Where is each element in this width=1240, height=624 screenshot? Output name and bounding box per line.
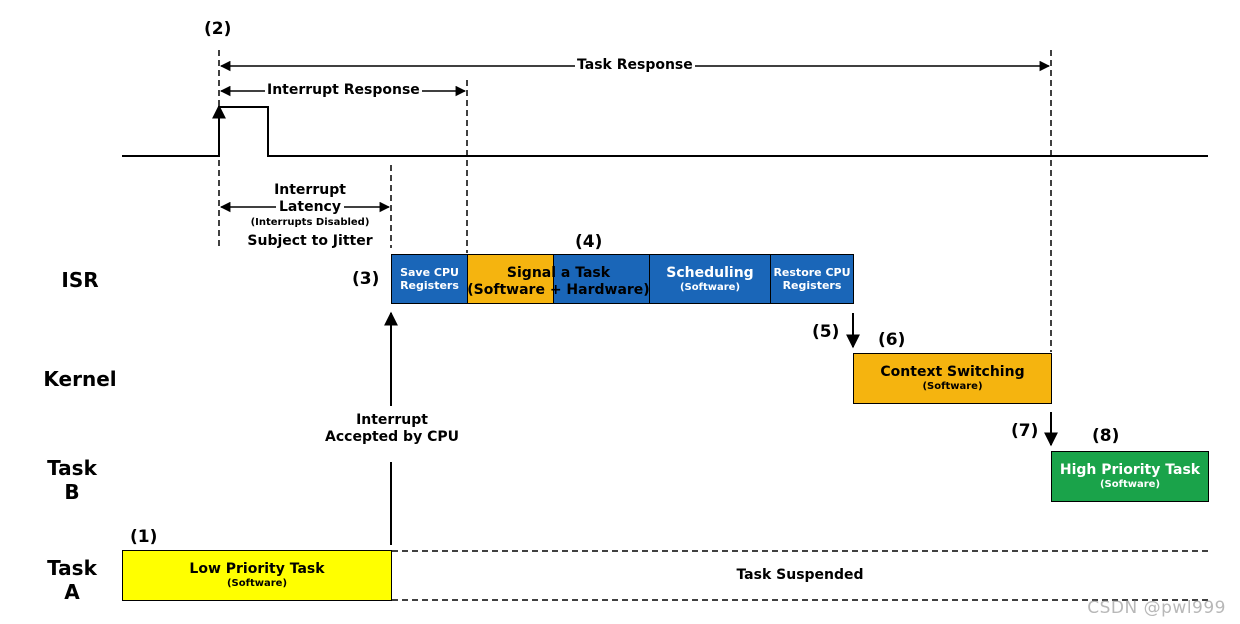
signal-task-line2: (Software + Hardware)	[467, 282, 650, 298]
row-label-task-b-line1: Task	[47, 456, 97, 480]
signal-task-box-blue	[553, 254, 650, 304]
row-label-task-a-line2: A	[64, 580, 80, 604]
low-priority-task-box: Low Priority Task (Software)	[122, 550, 392, 601]
interrupt-accepted-line2: Accepted by CPU	[325, 429, 459, 445]
signal-task-box-orange	[467, 254, 554, 304]
latency-note: (Interrupts Disabled)	[250, 217, 370, 228]
save-cpu-line2: Registers	[400, 279, 459, 292]
marker-1: (1)	[130, 527, 158, 547]
marker-8: (8)	[1092, 426, 1120, 446]
save-cpu-registers-box: Save CPU Registers	[391, 254, 468, 304]
context-switching-sub: (Software)	[922, 381, 983, 392]
restore-cpu-registers-box: Restore CPU Registers	[770, 254, 854, 304]
high-priority-title: High Priority Task	[1059, 462, 1201, 478]
row-label-task-a: Task A	[36, 556, 108, 604]
scheduling-box: Scheduling (Software)	[649, 254, 771, 304]
row-label-task-b: Task B	[36, 456, 108, 504]
context-switching-box: Context Switching (Software)	[853, 353, 1052, 404]
interrupt-response-label: Interrupt Response	[265, 82, 422, 98]
subject-to-jitter-label: Subject to Jitter	[247, 233, 373, 249]
low-priority-sub: (Software)	[226, 578, 288, 589]
low-priority-title: Low Priority Task	[189, 561, 325, 577]
scheduling-title: Scheduling	[666, 264, 754, 281]
signal-task-line1: Signal a Task	[506, 265, 611, 281]
marker-5: (5)	[812, 322, 840, 342]
marker-6: (6)	[878, 330, 906, 350]
interrupt-signal-waveform	[122, 106, 1208, 157]
task-response-label: Task Response	[575, 57, 695, 73]
signal-task-label: Signal a Task (Software + Hardware)	[467, 265, 650, 299]
interrupt-accepted-line1: Interrupt	[356, 412, 428, 428]
interrupt-accepted-label: Interrupt Accepted by CPU	[306, 412, 478, 446]
row-label-isr: ISR	[61, 268, 99, 292]
task-suspended-label: Task Suspended	[736, 567, 864, 583]
scheduling-sub: (Software)	[679, 281, 741, 293]
marker-3: (3)	[352, 269, 380, 289]
marker-7: (7)	[1011, 421, 1039, 441]
save-cpu-line1: Save CPU	[400, 266, 459, 279]
row-label-kernel: Kernel	[43, 367, 117, 391]
context-switching-title: Context Switching	[880, 364, 1025, 380]
latency-line2: Latency	[276, 199, 344, 216]
row-label-task-a-line1: Task	[47, 556, 97, 580]
row-label-task-b-line2: B	[64, 480, 80, 504]
high-priority-task-box: High Priority Task (Software)	[1051, 451, 1209, 502]
restore-cpu-line1: Restore CPU	[773, 266, 851, 279]
high-priority-sub: (Software)	[1099, 479, 1161, 490]
marker-4: (4)	[575, 232, 603, 252]
latency-line1: Interrupt	[274, 182, 346, 198]
marker-2: (2)	[204, 19, 232, 39]
interrupt-latency-label: Interrupt Latency (Interrupts Disabled)	[225, 182, 395, 229]
restore-cpu-line2: Registers	[782, 279, 842, 292]
watermark: CSDN @pwl999	[1087, 598, 1226, 618]
